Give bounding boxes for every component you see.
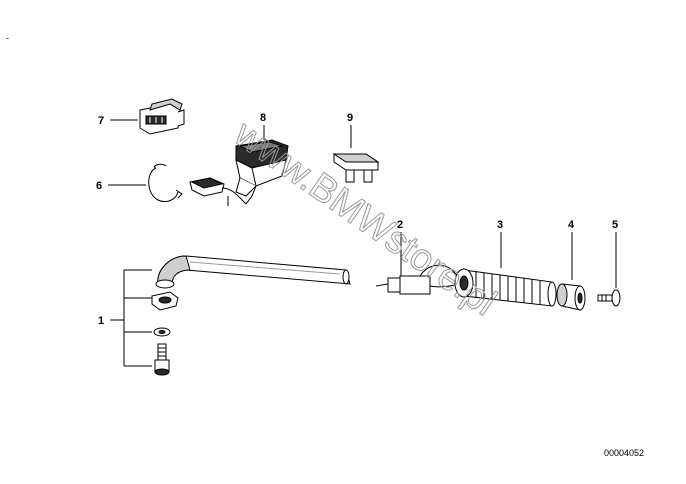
diagram-code: 00004052 xyxy=(604,448,644,458)
callout-4: 4 xyxy=(568,219,575,231)
callout-5: 5 xyxy=(612,219,618,231)
callout-9: 9 xyxy=(347,112,353,124)
part-1-tube-assembly: 1 xyxy=(98,255,351,376)
part-2-sensor: 2 xyxy=(375,219,463,295)
part-7-connector-plug: 7 xyxy=(98,98,185,135)
callout-6: 6 xyxy=(96,180,102,192)
callout-8: 8 xyxy=(260,112,266,124)
part-3-grip: 3 xyxy=(454,219,557,307)
part-8-switch: 8 xyxy=(189,112,289,206)
callout-1: 1 xyxy=(98,315,104,327)
part-9-fuse: 9 xyxy=(332,112,380,183)
corner-mark: - xyxy=(6,33,9,43)
callout-3: 3 xyxy=(497,219,503,231)
part-6-clamp: 6 xyxy=(96,163,183,203)
callout-2: 2 xyxy=(397,219,403,231)
part-5-screw: 5 xyxy=(597,219,621,307)
part-4-end-cap: 4 xyxy=(556,219,586,311)
watermark: www.BMWstore.pl xyxy=(226,112,503,324)
callout-7: 7 xyxy=(98,115,104,127)
